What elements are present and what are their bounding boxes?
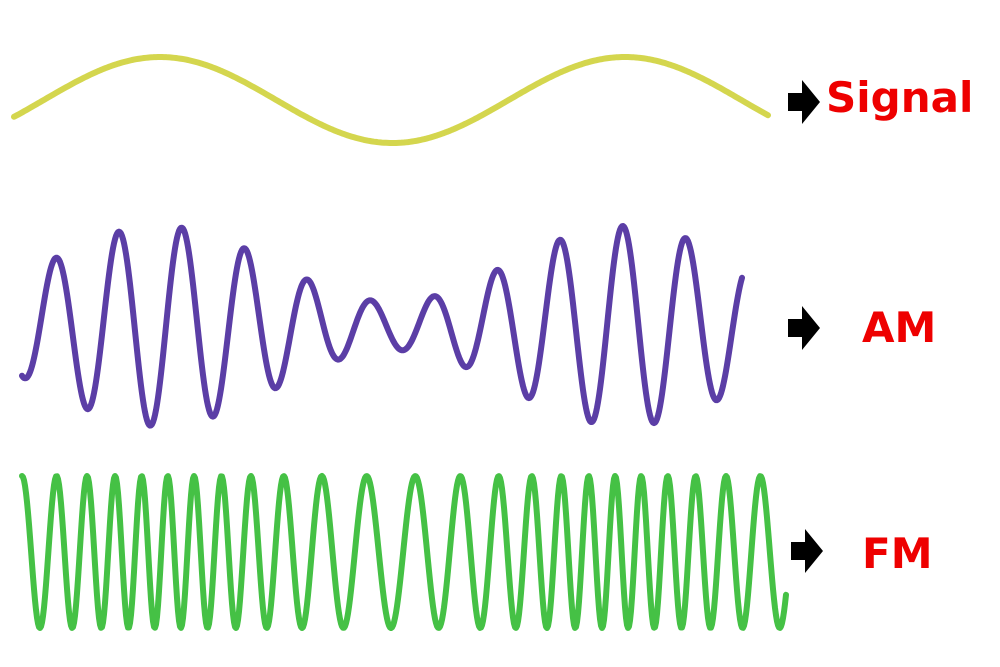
am-row: AM: [19, 223, 936, 429]
fm-row: FM: [19, 473, 933, 631]
fm-wave: [19, 473, 789, 631]
signal-row: Signal: [11, 54, 973, 146]
right-arrow-icon: [788, 80, 820, 124]
am-label: AM: [862, 303, 936, 352]
am-wave: [19, 223, 745, 429]
fm-label: FM: [862, 529, 933, 578]
right-arrow-icon: [791, 529, 823, 573]
signal-wave: [11, 54, 771, 146]
signal-label: Signal: [826, 73, 973, 122]
right-arrow-icon: [788, 306, 820, 350]
